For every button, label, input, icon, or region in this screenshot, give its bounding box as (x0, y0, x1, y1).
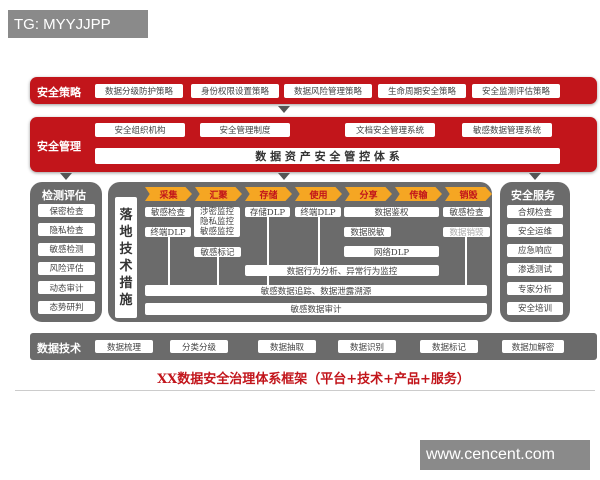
aggregate-mark: 敏感标记 (194, 247, 241, 258)
management-item: 安全管理制度 (200, 123, 290, 137)
strategy-item: 数据分级防护策略 (95, 84, 183, 98)
flow-line (318, 217, 320, 265)
tech-item: 数据抽取 (258, 340, 316, 353)
data-tracking: 敏感数据追踪、数据泄露溯源 (145, 285, 487, 297)
data-destroy: 数据销毁 (443, 227, 490, 238)
service-item: 合规检查 (507, 205, 563, 218)
service-item: 应急响应 (507, 243, 563, 257)
aggregate-monitor: 涉密监控 隐私监控 敏感监控 (194, 207, 240, 237)
service-label: 安全服务 (511, 189, 555, 202)
page-title: XX数据安全治理体系框架（平台+技术+产品+服务） (157, 372, 470, 387)
service-item: 安全培训 (507, 301, 563, 315)
arrow-down-icon (278, 106, 290, 113)
divider (15, 390, 595, 391)
share-auth: 数据鉴权 (344, 207, 439, 218)
flow-line (217, 257, 219, 285)
detection-item: 动态审计 (38, 281, 95, 295)
network-dlp: 网络DLP (344, 246, 439, 258)
management-item: 敏感数据管理系统 (462, 123, 552, 137)
data-audit: 敏感数据审计 (145, 303, 487, 315)
stage-6: 销毁 (445, 187, 492, 201)
use-dlp: 终端DLP (295, 207, 341, 218)
share-mask: 数据脱敏 (344, 227, 391, 238)
monitor-item: 涉密监控 (199, 207, 234, 217)
stage-3: 使用 (295, 187, 342, 201)
stage-0: 采集 (145, 187, 192, 201)
data-asset-control-system: 数 据 资 产 安 全 管 控 体 系 (95, 148, 560, 164)
tech-item: 数据梳理 (95, 340, 153, 353)
management-item: 安全组织机构 (95, 123, 185, 137)
strategy-item: 数据风险管理策略 (284, 84, 372, 98)
detection-item: 敏感检测 (38, 242, 95, 256)
arrow-down-icon (529, 173, 541, 180)
strategy-label: 安全策略 (37, 86, 81, 99)
arrow-down-icon (278, 173, 290, 180)
monitor-item: 隐私监控 (199, 217, 234, 227)
service-item: 安全运维 (507, 224, 563, 238)
strategy-item: 身份权限设置策略 (191, 84, 279, 98)
collect-check: 敏感检查 (145, 207, 191, 218)
arrow-down-icon (60, 173, 72, 180)
tech-item: 分类分级 (170, 340, 228, 353)
detection-item: 保密检查 (38, 204, 95, 217)
flow-line (267, 217, 269, 285)
management-label: 安全管理 (37, 140, 81, 153)
stage-4: 分享 (345, 187, 392, 201)
strategy-item: 生命周期安全策略 (378, 84, 466, 98)
tech-item: 数据识别 (338, 340, 396, 353)
storage-dlp: 存储DLP (245, 207, 290, 218)
collect-dlp: 终端DLP (145, 227, 191, 238)
stage-1: 汇聚 (195, 187, 242, 201)
detection-item: 隐私检查 (38, 223, 95, 237)
stage-5: 传输 (395, 187, 442, 201)
service-item: 专家分析 (507, 282, 563, 296)
service-item: 渗透测试 (507, 262, 563, 276)
tech-item: 数据加解密 (502, 340, 564, 353)
tech-item: 数据标记 (420, 340, 478, 353)
tech-label: 数据技术 (37, 342, 81, 355)
detection-item: 风险评估 (38, 261, 95, 275)
watermark: TG: MYYJJPP (8, 10, 148, 38)
flow-line (465, 237, 467, 285)
watermark-site: www.cencent.com (420, 440, 590, 470)
detection-item: 态势研判 (38, 300, 95, 314)
strategy-item: 安全监测评估策略 (472, 84, 560, 98)
flow-line (168, 237, 170, 285)
destroy-check: 敏感检查 (443, 207, 490, 218)
measures-label: 落地技术措施 (115, 197, 137, 318)
management-item: 文档安全管理系统 (345, 123, 435, 137)
behavior-analysis: 数据行为分析、异常行为监控 (245, 265, 439, 277)
detection-label: 检测评估 (42, 189, 86, 202)
stage-2: 存储 (245, 187, 292, 201)
monitor-item: 敏感监控 (199, 227, 234, 237)
